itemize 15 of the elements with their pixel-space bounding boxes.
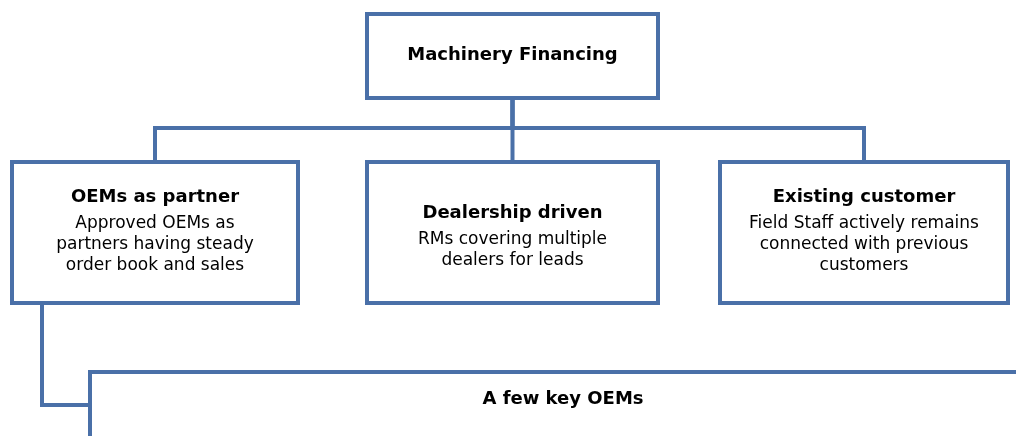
connector-line (40, 305, 88, 407)
box-heading: OEMs as partner (71, 184, 239, 208)
box-heading: Dealership driven (422, 200, 603, 224)
connector-line (510, 100, 866, 160)
box-description: Field Staff actively remains connected with previous customers (748, 212, 980, 275)
category-box (718, 160, 1010, 305)
category-box (365, 160, 660, 305)
category-box (10, 160, 300, 305)
category-box (88, 370, 1016, 436)
box-heading: Existing customer (772, 184, 956, 208)
title-box (365, 12, 660, 100)
box-description: Approved OEMs as partners having steady order book and sales (55, 212, 255, 275)
box-heading: Machinery Financing (407, 42, 618, 66)
box-heading: A few key OEMs (482, 386, 644, 410)
box-description: RMs covering multiple dealers for leads (416, 228, 609, 270)
